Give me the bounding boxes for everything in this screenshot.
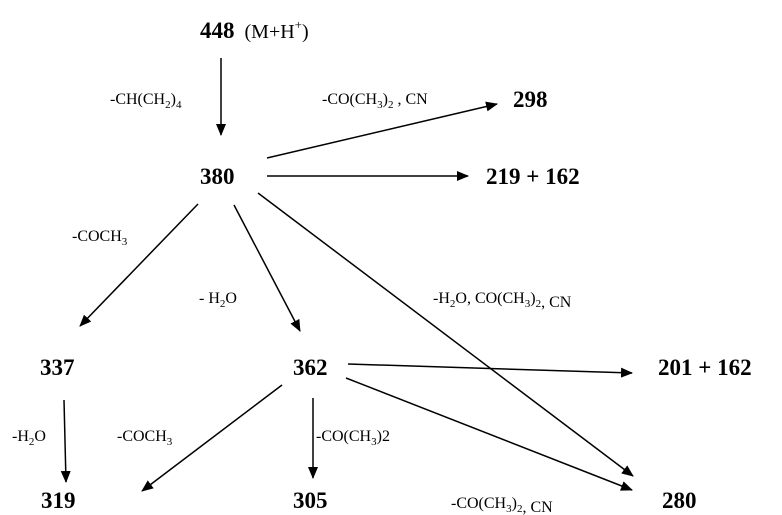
node-305: 305 (293, 488, 328, 513)
node-319: 319 (41, 488, 76, 513)
node-280: 280 (662, 488, 697, 513)
label-380-to-298: -CO(CH3)2 , CN (322, 91, 428, 111)
node-201-plus-162: 201 + 162 (658, 355, 752, 380)
arrow-337-to-319 (60, 399, 71, 483)
node-337: 337 (40, 355, 75, 380)
arrow-380-to-362 (233, 204, 301, 332)
arrow-362-to-280 (345, 377, 633, 491)
arrow-380-to-280 (257, 192, 634, 477)
label-362-to-280: -CO(CH3)2, CN (451, 495, 553, 515)
node-298: 298 (513, 87, 548, 112)
arrow-380-to-298 (266, 101, 498, 159)
label-448-to-380: -CH(CH2)4 (110, 91, 182, 111)
node-219-plus-162: 219 + 162 (486, 164, 580, 189)
arrow-380-to-337 (79, 203, 199, 327)
label-380-to-362: - H2O (199, 290, 237, 310)
node-448: 448 (M+H+) (200, 17, 309, 43)
node-380: 380 (200, 164, 235, 189)
label-362-to-305: -CO(CH3)2 (316, 428, 390, 448)
label-337-to-319: -H2O (12, 428, 46, 448)
label-362-to-319: -COCH3 (117, 428, 173, 448)
arrow-362-to-319 (141, 384, 283, 492)
node-362: 362 (293, 355, 328, 380)
arrow-362-to-201 (347, 363, 633, 378)
label-380-to-280: -H2O, CO(CH3)2, CN (433, 290, 572, 311)
label-380-to-337: -COCH3 (72, 228, 128, 248)
